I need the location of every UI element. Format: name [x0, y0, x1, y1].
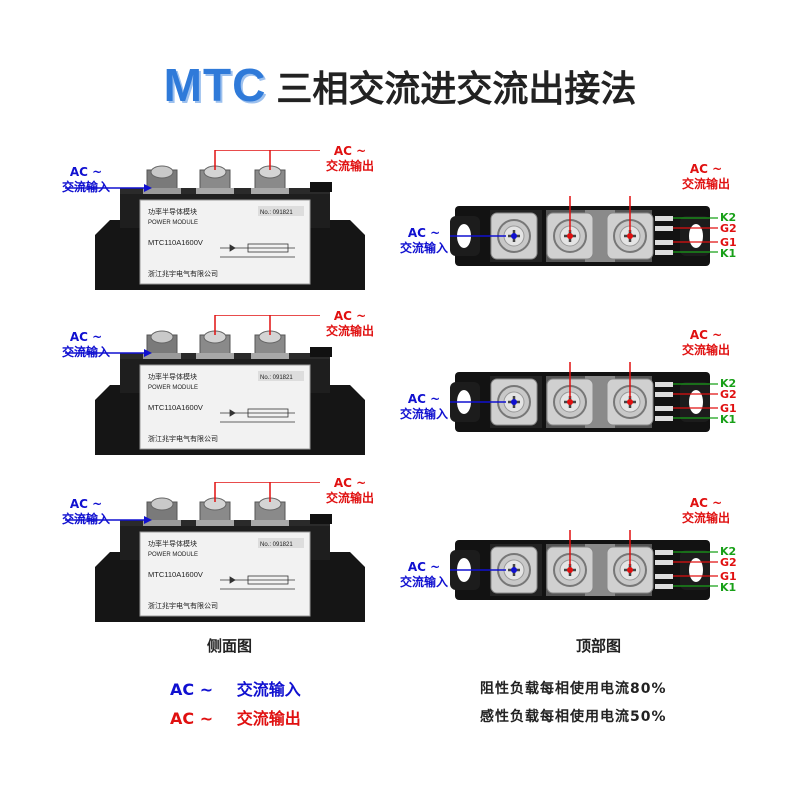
input-text: 交流输入: [400, 407, 449, 421]
side-view-module-2: 功率半导体模块 POWER MODULE No.: 091821 MTC110A…: [60, 314, 400, 465]
ac-symbol: AC ~: [69, 165, 103, 179]
gate-label-k1: K1: [720, 247, 737, 260]
ac-symbol: AC ~: [689, 496, 723, 510]
svg-text:浙江兆宇电气有限公司: 浙江兆宇电气有限公司: [148, 601, 218, 610]
gate-label-k2: K2: [720, 211, 737, 224]
side-view-module-3: 功率半导体模块 POWER MODULE No.: 091821 MTC110A…: [60, 481, 400, 632]
gate-label-k1: K1: [720, 413, 737, 426]
terminal-bolt-output-1: [196, 165, 234, 194]
top-output-label: AC ~交流输出: [682, 328, 730, 358]
terminal-bolt-output-2: [251, 330, 289, 359]
top-view-module-2: [450, 362, 718, 432]
output-text: 交流输出: [682, 511, 731, 525]
ac-symbol: AC ~: [407, 560, 441, 574]
side-output-label: AC ~交流输出: [326, 144, 374, 174]
legend-input: AC ~ 交流输入: [170, 676, 301, 700]
side-view-drawing: 功率半导体模块 POWER MODULE No.: 091821 MTC110A…: [65, 314, 365, 455]
caption-top-view: 顶部图: [576, 637, 622, 655]
ac-symbol: AC ~: [407, 392, 441, 406]
svg-text:功率半导体模块: 功率半导体模块: [148, 372, 197, 381]
side-input-label: AC ~交流输入: [62, 330, 110, 360]
svg-text:No.: 091821: No.: 091821: [260, 210, 293, 216]
terminal-bolt-input: [143, 497, 181, 526]
input-text: 交流输入: [400, 575, 449, 589]
top-view-module-3: [450, 530, 718, 600]
output-text: 交流输出: [682, 343, 731, 357]
gate-label-g2: G2: [720, 388, 737, 401]
top-input-label: AC ~交流输入: [400, 226, 448, 256]
terminal-bolt-output-2: [251, 165, 289, 194]
side-output-label: AC ~交流输出: [326, 476, 374, 506]
caption-side-view: 侧面图: [207, 637, 253, 655]
gate-label-k2: K2: [720, 545, 737, 558]
top-output-label: AC ~交流输出: [682, 496, 730, 526]
output-text: 交流输出: [326, 159, 375, 173]
ac-symbol: AC ~: [69, 497, 103, 511]
legend-output-text: 交流输出: [236, 709, 301, 728]
side-view-drawing: 功率半导体模块 POWER MODULE No.: 091821 MTC110A…: [65, 481, 365, 622]
top-view-module-1: [450, 196, 718, 266]
svg-text:No.: 091821: No.: 091821: [260, 542, 293, 548]
brand-mtc: MTC: [163, 59, 267, 111]
gate-label-g2: G2: [720, 222, 737, 235]
input-text: 交流输入: [62, 180, 111, 194]
ac-symbol: AC ~: [689, 162, 723, 176]
terminal-bolt-output-1: [196, 497, 234, 526]
ac-symbol: AC ~: [333, 144, 367, 158]
svg-text:MTC110A1600V: MTC110A1600V: [148, 238, 203, 247]
gate-label-g2: G2: [720, 556, 737, 569]
output-text: 交流输出: [326, 324, 375, 338]
gate-label-g1: G1: [720, 570, 737, 583]
legend-input-text: 交流输入: [236, 680, 301, 699]
side-input-label: AC ~交流输入: [62, 497, 110, 527]
side-input-label: AC ~交流输入: [62, 165, 110, 195]
note-inductive-load: 感性负载每相使用电流50%: [480, 709, 667, 725]
side-output-label: AC ~交流输出: [326, 309, 374, 339]
legend-output-ac: AC ~: [170, 709, 214, 728]
note-resistive-load: 阻性负载每相使用电流80%: [480, 681, 667, 697]
terminal-bolt-input: [143, 330, 181, 359]
svg-text:No.: 091821: No.: 091821: [260, 375, 293, 381]
gate-label-g1: G1: [720, 402, 737, 415]
svg-text:POWER MODULE: POWER MODULE: [148, 220, 198, 226]
gate-label-g1: G1: [720, 236, 737, 249]
svg-text:功率半导体模块: 功率半导体模块: [148, 539, 197, 548]
side-view-module-1: 功率半导体模块 POWER MODULE No.: 091821 MTC110A…: [60, 149, 400, 300]
ac-symbol: AC ~: [407, 226, 441, 240]
input-text: 交流输入: [62, 345, 111, 359]
legend-output: AC ~ 交流输出: [170, 705, 301, 729]
svg-text:功率半导体模块: 功率半导体模块: [148, 207, 197, 216]
legend-input-ac: AC ~: [170, 680, 214, 699]
ac-symbol: AC ~: [333, 476, 367, 490]
top-input-label: AC ~交流输入: [400, 392, 448, 422]
screw-terminals: [490, 378, 654, 426]
output-text: 交流输出: [326, 491, 375, 505]
side-view-drawing: 功率半导体模块 POWER MODULE No.: 091821 MTC110A…: [65, 149, 365, 290]
ac-symbol: AC ~: [69, 330, 103, 344]
screw-terminals: [490, 212, 654, 260]
svg-text:MTC110A1600V: MTC110A1600V: [148, 403, 203, 412]
top-output-label: AC ~交流输出: [682, 162, 730, 192]
svg-text:浙江兆宇电气有限公司: 浙江兆宇电气有限公司: [148, 269, 218, 278]
terminal-bolt-input: [143, 165, 181, 194]
terminal-bolt-output-2: [251, 497, 289, 526]
top-input-label: AC ~交流输入: [400, 560, 448, 590]
svg-text:MTC110A1600V: MTC110A1600V: [148, 570, 203, 579]
svg-text:POWER MODULE: POWER MODULE: [148, 552, 198, 558]
input-text: 交流输入: [62, 512, 111, 526]
gate-label-k1: K1: [720, 581, 737, 594]
output-text: 交流输出: [682, 177, 731, 191]
ac-symbol: AC ~: [689, 328, 723, 342]
ac-symbol: AC ~: [333, 309, 367, 323]
gate-label-k2: K2: [720, 377, 737, 390]
svg-text:浙江兆宇电气有限公司: 浙江兆宇电气有限公司: [148, 434, 218, 443]
title-text: 三相交流进交流出接法: [276, 69, 637, 110]
screw-terminals: [490, 546, 654, 594]
terminal-bolt-output-1: [196, 330, 234, 359]
input-text: 交流输入: [400, 241, 449, 255]
svg-text:POWER MODULE: POWER MODULE: [148, 385, 198, 391]
